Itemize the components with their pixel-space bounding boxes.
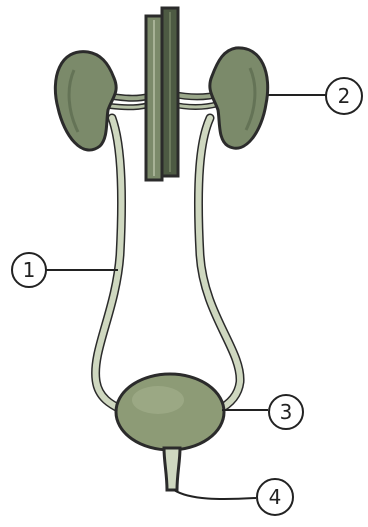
bladder bbox=[116, 374, 224, 450]
leader-line-4 bbox=[174, 490, 256, 499]
callout-3-label: 3 bbox=[280, 400, 293, 424]
right-kidney bbox=[210, 48, 268, 148]
urethra bbox=[164, 448, 180, 490]
callout-2-label: 2 bbox=[338, 84, 351, 108]
callout-1-label: 1 bbox=[23, 258, 36, 282]
callout-2: 2 bbox=[326, 78, 362, 114]
major-vessels bbox=[146, 8, 178, 180]
callout-4-label: 4 bbox=[269, 485, 282, 509]
callout-4: 4 bbox=[257, 479, 293, 515]
callout-3: 3 bbox=[269, 395, 303, 429]
callout-1: 1 bbox=[12, 253, 46, 287]
right-ureter bbox=[198, 118, 240, 410]
left-kidney bbox=[55, 52, 116, 150]
